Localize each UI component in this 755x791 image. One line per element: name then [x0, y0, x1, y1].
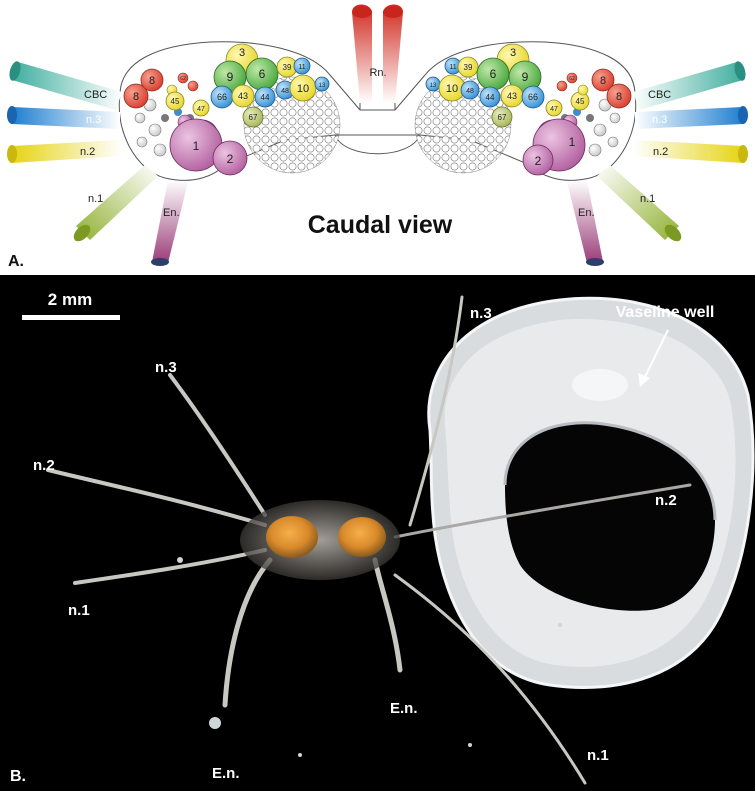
vaseline-well — [429, 298, 753, 687]
right-cell-66: 66 — [528, 92, 538, 102]
right-cell-8a: 8 — [600, 75, 606, 87]
panel-a-label: A. — [8, 253, 24, 270]
right-en-nerve: En. — [567, 180, 604, 266]
left-cell-45: 45 — [171, 97, 180, 106]
right-cell-2: 2 — [535, 154, 542, 168]
left-cell-8a: 8 — [133, 91, 139, 103]
right-n1-nerve: n.1 — [597, 165, 684, 244]
left-n1-label: n.1 — [88, 193, 103, 205]
right-cell-9: 9 — [522, 70, 529, 84]
label-en-left: E.n. — [212, 765, 240, 782]
left-cell-10: 10 — [297, 83, 309, 95]
right-cell-45: 45 — [576, 97, 585, 106]
left-cbc-nerve: CBC — [7, 60, 122, 110]
left-cell-67: 67 — [249, 113, 258, 122]
left-n1-nerve: n.1 — [71, 165, 158, 244]
label-en-right: E.n. — [390, 700, 418, 717]
vaseline-well-label: Vaseline well — [616, 304, 715, 321]
label-n3-right: n.3 — [470, 305, 492, 322]
panel-b-photo: 2 mm Vaseline well n.3 n.2 n.1 E.n. n.3 … — [0, 275, 755, 791]
rn-nerve: Rn. — [352, 5, 403, 111]
left-cell-39: 39 — [283, 63, 292, 72]
left-cell-62: 62 — [180, 76, 186, 82]
left-cell-8b: 8 — [149, 75, 155, 87]
left-cell-1: 1 — [193, 139, 200, 153]
left-n3-nerve: n.3 — [7, 106, 120, 129]
right-cell-3: 3 — [510, 47, 516, 59]
right-cell-43: 43 — [507, 91, 517, 101]
left-n2-nerve: n.2 — [7, 140, 122, 163]
left-cell-66: 66 — [217, 92, 227, 102]
left-cell-11: 11 — [298, 64, 305, 71]
right-cbc-nerve: CBC — [633, 60, 748, 110]
left-cell-6: 6 — [259, 67, 266, 81]
right-cell-1: 1 — [569, 135, 576, 149]
right-cell-39: 39 — [464, 63, 473, 72]
panel-b-label: B. — [10, 768, 26, 785]
right-cbc-label: CBC — [648, 89, 671, 101]
left-cell-3: 3 — [239, 47, 245, 59]
right-n3-label: n.3 — [652, 114, 667, 126]
right-cell-10: 10 — [446, 83, 458, 95]
panel-a-schematic: Rn. CBC n.3 n.2 — [0, 0, 755, 275]
right-en-label: En. — [578, 207, 595, 219]
label-n1-right: n.1 — [587, 747, 609, 764]
left-en-label: En. — [163, 207, 180, 219]
right-cell-13: 13 — [430, 83, 437, 89]
left-cell-48: 48 — [281, 88, 289, 95]
right-cell-6: 6 — [490, 67, 497, 81]
right-cell-47: 47 — [550, 106, 558, 113]
right-n3-nerve: n.3 — [635, 106, 748, 129]
label-n3-left: n.3 — [155, 359, 177, 376]
right-n2-nerve: n.2 — [633, 140, 748, 163]
right-cell-44: 44 — [486, 93, 495, 102]
rn-label: Rn. — [369, 67, 386, 79]
panel-a-title: Caudal view — [308, 211, 453, 239]
left-cell-43: 43 — [238, 91, 248, 101]
panel-a-svg: Rn. CBC n.3 n.2 — [0, 0, 755, 275]
right-cell-48: 48 — [466, 88, 474, 95]
left-n3-label: n.3 — [86, 114, 101, 126]
label-n2-left: n.2 — [33, 457, 55, 474]
right-n1-label: n.1 — [640, 193, 655, 205]
ganglia — [240, 500, 400, 580]
left-cell-13: 13 — [319, 83, 326, 89]
left-cell-44: 44 — [261, 93, 270, 102]
right-cell-62: 62 — [569, 76, 575, 82]
left-cell-9: 9 — [227, 70, 234, 84]
panel-b-svg: 2 mm Vaseline well n.3 n.2 n.1 E.n. n.3 … — [0, 275, 755, 791]
left-en-nerve: En. — [151, 180, 188, 266]
left-cbc-label: CBC — [84, 89, 107, 101]
right-n2-label: n.2 — [653, 146, 668, 158]
right-cell-11: 11 — [449, 64, 456, 71]
left-n2-label: n.2 — [80, 146, 95, 158]
label-n1-left: n.1 — [68, 602, 90, 619]
left-cell-47: 47 — [197, 106, 205, 113]
right-cell-8b: 8 — [616, 91, 622, 103]
label-n2-right: n.2 — [655, 492, 677, 509]
commissure — [335, 135, 420, 154]
scale-bar-label: 2 mm — [48, 290, 92, 309]
scale-bar: 2 mm — [22, 290, 120, 320]
left-cell-2: 2 — [227, 152, 234, 166]
right-cell-67: 67 — [498, 113, 507, 122]
